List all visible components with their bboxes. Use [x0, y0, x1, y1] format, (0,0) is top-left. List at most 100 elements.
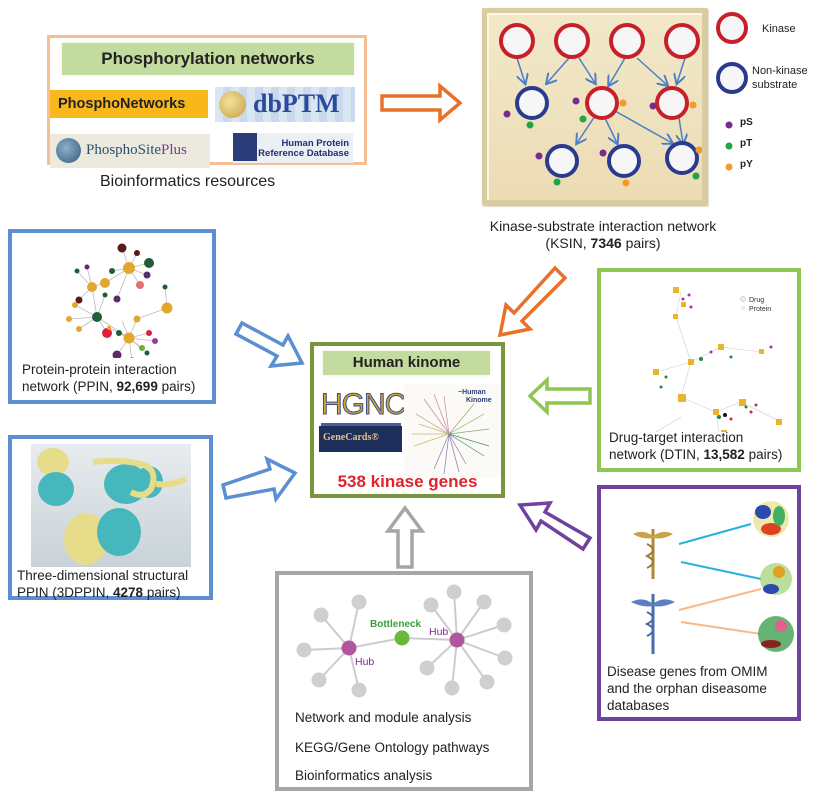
disease-caption-line3: databases — [607, 698, 670, 713]
arrow-3d-to-kinome — [220, 455, 298, 504]
ppin3d-caption-line1: Three-dimensional structural — [17, 568, 189, 583]
kinase-legend-icon — [716, 12, 748, 44]
arrow-network-to-kinome — [384, 505, 426, 569]
dtin-legend-protein: Protein — [749, 306, 771, 313]
kinase-node — [499, 23, 535, 59]
kinase-node — [655, 86, 689, 120]
kinome-tree-image: ~Human Kinome — [404, 384, 501, 478]
kinase-node — [554, 23, 590, 59]
ppin-panel: Protein-protein interaction network (PPI… — [8, 229, 216, 404]
disease-caption-line2: and the orphan diseasome — [607, 681, 767, 696]
ppin3d-caption-suffix: pairs) — [143, 585, 181, 600]
substrate-node — [665, 141, 699, 175]
dtin-pair-count: 13,582 — [703, 447, 745, 462]
ksin-network — [499, 23, 703, 187]
ksin-pair-count: 7346 — [590, 235, 622, 251]
dtin-caption-prefix: network (DTIN, — [609, 447, 704, 462]
hub-node-left — [341, 640, 357, 656]
ppin-caption-suffix: pairs) — [157, 379, 196, 394]
dtin-legend-drug: Drug — [749, 297, 764, 304]
resources-caption: Bioinformatics resources — [100, 173, 276, 190]
analysis-item: KEGG/Gene Ontology pathways — [295, 740, 490, 755]
ksin-legend: Kinase Non-kinase substrate pS pT pY — [716, 12, 808, 171]
legend-kinase-label: Kinase — [762, 23, 796, 35]
arrow-disease-to-kinome — [516, 501, 593, 552]
ppin3d-caption-prefix: PPIN (3DPPIN, — [17, 585, 114, 600]
ksin-caption-line1: Kinase-substrate interaction network — [489, 218, 717, 234]
dbptm-logo-text: dbPTM — [253, 89, 340, 118]
protein-structure-icon — [758, 616, 794, 652]
legend-ps: pS — [740, 117, 753, 128]
psp-text-b: Plus — [161, 142, 187, 158]
py-dot-icon — [725, 163, 733, 171]
network-analysis-panel: Bottleneck Hub Hub Network and module an… — [275, 571, 533, 791]
substrate-node — [607, 144, 641, 178]
hgnc-logo: HGNC — [321, 388, 407, 430]
phosphonetworks-logo: PhosphoNetworks — [50, 90, 208, 118]
substrate-legend-icon — [716, 62, 748, 94]
ksin-edges — [516, 57, 685, 143]
ksin-diagram-panel — [482, 8, 707, 205]
kinome-tree-label-2: Kinome — [466, 397, 492, 404]
resources-title: Phosphorylation networks — [62, 43, 354, 75]
head-silhouette-icon — [233, 133, 257, 161]
hub-node-right — [449, 632, 465, 648]
kinome-title: Human kinome — [323, 351, 490, 375]
disease-caption-line1: Disease genes from OMIM — [607, 664, 768, 679]
drug-legend-icon — [740, 296, 746, 302]
ppin-caption-line1: Protein-protein interaction — [22, 362, 177, 377]
hub-label-left: Hub — [355, 656, 374, 668]
arrow-ppin-to-kinome — [233, 320, 305, 369]
kinase-gene-count: 538 kinase genes — [337, 472, 478, 491]
substrate-node — [515, 86, 549, 120]
ppin3d-pair-count: 4278 — [113, 585, 144, 600]
ppin-pair-count: 92,699 — [116, 379, 158, 394]
arrow-resources-to-ksin — [380, 82, 463, 124]
legend-py: pY — [740, 159, 753, 170]
hprd-logo-text: Human Protein Reference Database — [258, 138, 349, 159]
kinase-node — [609, 23, 645, 59]
dtin-network-image: Drug Protein — [653, 287, 782, 432]
ksin-caption-prefix: (KSIN, — [545, 235, 591, 251]
phospho-sites — [503, 97, 703, 187]
psp-text-a: PhosphoSite — [86, 142, 162, 158]
ppin3d-panel: Three-dimensional structural PPIN (3DPPI… — [8, 435, 213, 600]
genecards-logo: GeneCards® — [319, 426, 402, 452]
hprd-logo: Human Protein Reference Database — [233, 133, 353, 163]
ppin-caption: Protein-protein interaction network (PPI… — [22, 361, 222, 395]
bottleneck-label: Bottleneck — [370, 619, 422, 630]
dtin-caption-line1: Drug-target interaction — [609, 430, 744, 445]
legend-substrate-label-2: substrate — [752, 79, 797, 91]
kinase-node — [585, 86, 619, 120]
arrow-ksin-to-kinome — [497, 265, 568, 338]
disease-caption: Disease genes from OMIM and the orphan d… — [607, 663, 802, 714]
leaf-icon — [56, 138, 81, 163]
legend-substrate-label-1: Non-kinase — [752, 65, 808, 77]
dbptm-logo: dbPTM — [215, 87, 355, 122]
kinase-node — [664, 23, 700, 59]
arrow-dtin-to-kinome — [527, 375, 592, 417]
bottleneck-node — [394, 630, 410, 646]
protein-structure-icon — [753, 501, 789, 537]
globe-icon — [219, 91, 246, 118]
dtin-panel: Drug Protein Drug-target interaction net… — [597, 268, 801, 472]
disease-gene-image — [631, 501, 794, 654]
dtin-caption: Drug-target interaction network (DTIN, 1… — [609, 429, 804, 463]
caduceus-gold-icon — [633, 529, 673, 579]
substrate-node — [545, 144, 579, 178]
kinome-tree-label-1: ~Human — [458, 389, 486, 396]
ksin-nodes — [499, 23, 700, 178]
ppin-network-image — [66, 243, 173, 358]
dtin-caption-suffix: pairs) — [744, 447, 783, 462]
genecards-logo-text: GeneCards® — [323, 432, 379, 443]
hub-label-right: Hub — [429, 626, 448, 638]
caduceus-blue-icon — [631, 594, 675, 654]
disease-genes-panel: Disease genes from OMIM and the orphan d… — [597, 485, 801, 721]
ksin-caption-suffix: pairs) — [621, 235, 661, 251]
human-kinome-panel: Human kinome HGNC GeneCards® ~Human Kino… — [310, 342, 505, 498]
legend-pt: pT — [740, 138, 752, 149]
analysis-item: Network and module analysis — [295, 710, 472, 725]
protein-structures-image — [31, 444, 191, 567]
resources-panel: Phosphorylation networks PhosphoNetworks… — [47, 35, 367, 168]
